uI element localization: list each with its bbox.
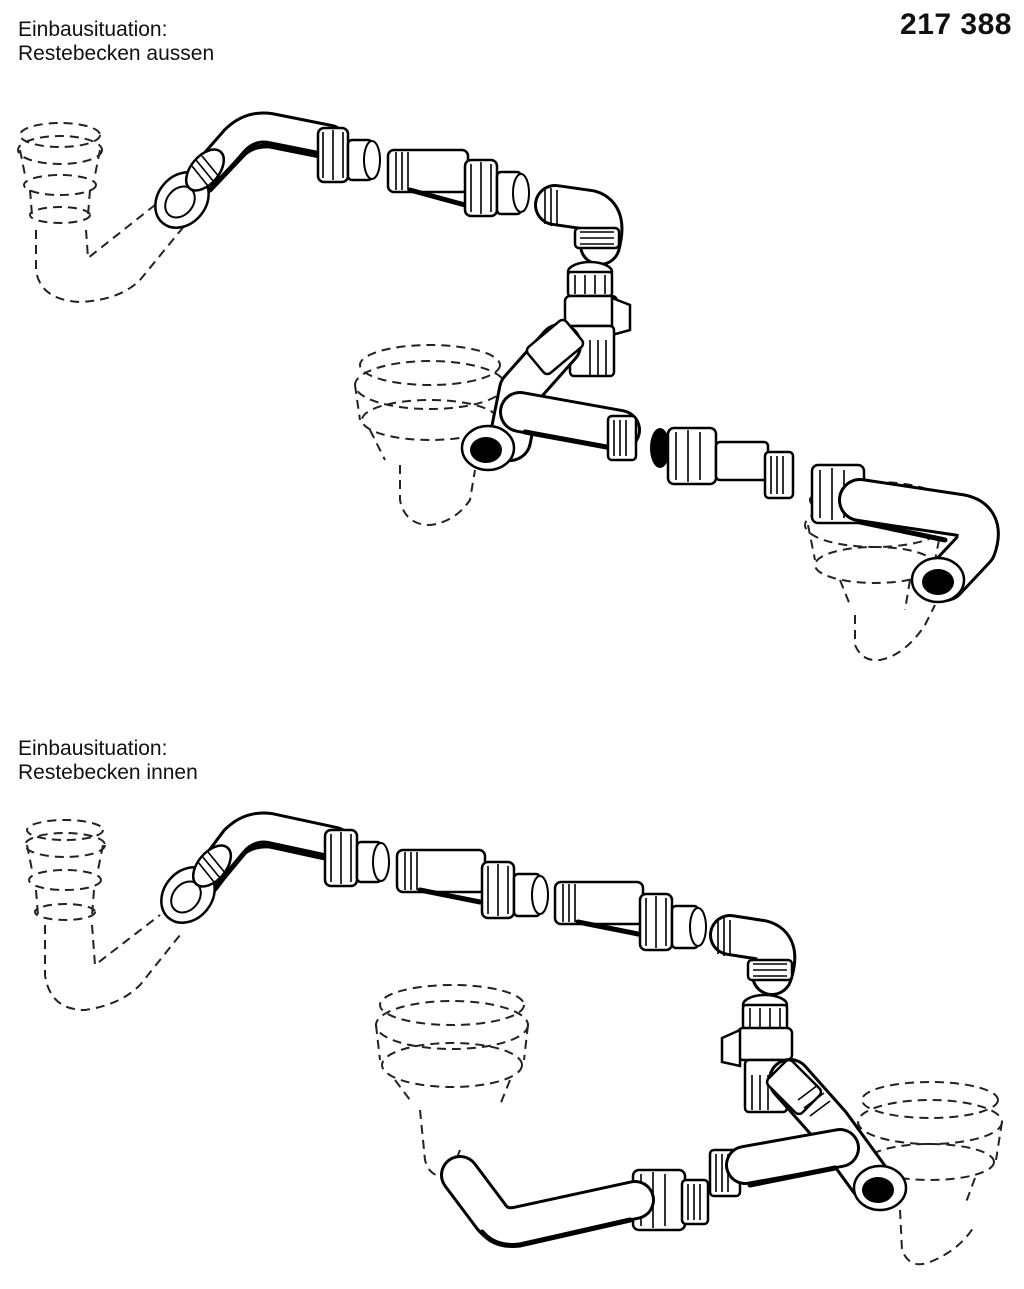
- pipe-segment-c: [553, 880, 645, 937]
- union-nut-2b: [480, 860, 549, 920]
- pipe-segment-a: [386, 148, 470, 208]
- left-pipe-nut-2: [160, 844, 233, 924]
- lower-drain-pipe: [499, 391, 641, 462]
- pipe-segment-b: [395, 848, 487, 905]
- left-sink-outline: [17, 122, 186, 304]
- middle-sink-outline-2: [375, 984, 529, 1177]
- section-2-caption-line-1: Einbausituation:: [18, 737, 168, 760]
- section-1-caption-line-2: Restebecken aussen: [18, 42, 215, 65]
- lower-drain-pipe-2: [708, 1128, 860, 1198]
- union-nut-2a: [323, 828, 390, 888]
- union-nut-2c: [638, 892, 707, 952]
- lower-long-elbow: [440, 1155, 710, 1248]
- left-pipe-nut: [154, 148, 226, 229]
- upper-drain-pipe-2: [189, 811, 351, 896]
- union-nut-1: [316, 126, 381, 184]
- elbow-fitting-2: [709, 914, 797, 996]
- installation-diagram-outer: [17, 111, 1000, 662]
- section-1-caption-line-1: Einbausituation:: [18, 18, 168, 41]
- section-2-caption: Einbausituation: Restebecken innen: [18, 737, 198, 785]
- part-number: 217 388: [900, 8, 1012, 41]
- left-sink-outline-2: [24, 819, 181, 1012]
- t-piece-vertical-2: [720, 993, 794, 1114]
- right-elbow: [810, 463, 1000, 604]
- branch-elbow-right: [765, 1058, 908, 1212]
- elbow-fitting-1: [534, 184, 624, 266]
- union-nut-2: [463, 158, 530, 218]
- upper-drain-pipe: [184, 111, 346, 196]
- section-1-caption: Einbausituation: Restebecken aussen: [18, 18, 214, 66]
- union-nut-3: [650, 426, 795, 500]
- section-2-caption-line-2: Restebecken innen: [18, 761, 198, 784]
